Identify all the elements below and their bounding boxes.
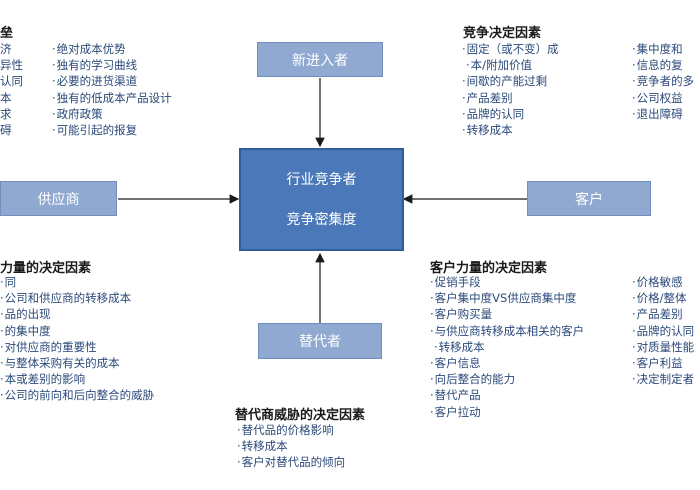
suppliers-box: 供应商 <box>0 181 117 216</box>
list-item: 公司的前向和后向整合的威胁 <box>0 387 155 403</box>
center-line1: 行业竞争者 <box>286 171 357 188</box>
list-item: 与供应商转移成本相关的客户 <box>430 323 585 339</box>
list-item: 本 <box>0 90 12 105</box>
customers-box: 客户 <box>527 181 651 216</box>
top-left-heading: 垒 <box>0 26 14 41</box>
list-item: 固定（或不变）成 <box>462 41 559 57</box>
list-item: 品的出现 <box>0 306 154 322</box>
list-item: 独有的学习曲线 <box>52 57 172 73</box>
list-item: 替代品的价格影响 <box>237 422 345 438</box>
list-item: 的集中度 <box>0 323 154 339</box>
top-right-list: 固定（或不变）成 本/附加价值 间歇的产能过剩 产品差别 品牌的认同 转移成本 <box>462 41 559 138</box>
list-item: 品牌的认同 <box>462 106 559 122</box>
list-item: 产品差别 <box>632 306 694 322</box>
list-item: 客户拉动 <box>430 404 584 420</box>
bottom-right-list: 促销手段 客户集中度VS供应商集中度 客户购买量 与供应商转移成本相关的客户 转… <box>430 274 585 420</box>
list-item: 产品差别 <box>462 90 559 106</box>
list-item: 认同 <box>0 74 23 89</box>
list-item: 绝对成本优势 <box>52 41 172 57</box>
bottom-left-heading: 力量的决定因素 <box>0 261 92 276</box>
substitutes-box: 替代者 <box>258 323 382 359</box>
list-item: 求 <box>0 106 12 121</box>
list-item: 同 <box>0 274 154 290</box>
list-item: 客户购买量 <box>430 306 584 322</box>
center-line2: 竞争密集度 <box>286 211 357 228</box>
list-item: 独有的低成本产品设计 <box>52 90 172 106</box>
list-item: 公司和供应商的转移成本 <box>0 290 154 306</box>
list-item: 转移成本 <box>430 339 584 355</box>
list-item: 对质量性能 <box>632 339 695 355</box>
new-entrants-box: 新进入者 <box>257 42 383 77</box>
list-item: 客户集中度VS供应商集中度 <box>430 290 584 306</box>
industry-competitors-box: 行业竞争者 竞争密集度 <box>239 148 404 251</box>
list-item: 本或差别的影响 <box>0 371 154 387</box>
list-item: 转移成本 <box>462 122 559 138</box>
list-item: 与整体采购有关的成本 <box>0 355 154 371</box>
list-item: 客户对替代品的倾向 <box>237 454 346 470</box>
list-item: 决定制定者 <box>632 371 695 387</box>
list-item: 济 <box>0 42 12 56</box>
top-left-list: 绝对成本优势 独有的学习曲线 必要的进货渠道 独有的低成本产品设计 政府政策 可… <box>52 41 172 138</box>
top-right-heading: 竞争决定因素 <box>463 26 542 41</box>
list-item: 公司权益 <box>632 90 694 106</box>
bottom-right-heading: 客户力量的决定因素 <box>430 261 548 276</box>
list-item: 客户利益 <box>632 355 694 371</box>
list-item: 价格/整体 <box>632 290 694 306</box>
list-item: 客户信息 <box>430 355 584 371</box>
bottom-right-fragments: 价格敏感 价格/整体 产品差别 品牌的认同 对质量性能 客户利益 决定制定者 <box>632 274 695 387</box>
list-item: 间歇的产能过剩 <box>462 73 559 89</box>
list-item: 退出障碍 <box>632 106 694 122</box>
list-item: 竞争者的多 <box>632 73 695 89</box>
list-item: 异性 <box>0 58 23 73</box>
list-item: 本/附加价值 <box>462 57 559 73</box>
top-right-fragments: 集中度和 信息的复 竞争者的多 公司权益 退出障碍 <box>632 41 695 122</box>
list-item: 对供应商的重要性 <box>0 339 154 355</box>
list-item: 政府政策 <box>52 106 172 122</box>
list-item: 可能引起的报复 <box>52 122 172 138</box>
bottom-left-list: 同 公司和供应商的转移成本 品的出现 的集中度 对供应商的重要性 与整体采购有关… <box>0 274 155 404</box>
list-item: 价格敏感 <box>632 274 694 290</box>
bottom-center-list: 替代品的价格影响 转移成本 客户对替代品的倾向 <box>237 422 346 471</box>
list-item: 向后整合的能力 <box>430 371 584 387</box>
list-item: 碍 <box>0 123 12 138</box>
list-item: 转移成本 <box>237 438 345 454</box>
bottom-center-heading: 替代商威胁的决定因素 <box>235 408 366 423</box>
list-item: 必要的进货渠道 <box>52 73 172 89</box>
top-left-fragments: 济 异性 认同 本 求 碍 <box>0 41 23 138</box>
list-item: 替代产品 <box>430 387 584 403</box>
list-item: 促销手段 <box>430 274 584 290</box>
list-item: 集中度和 <box>632 41 694 57</box>
list-item: 品牌的认同 <box>632 323 695 339</box>
list-item: 信息的复 <box>632 57 694 73</box>
